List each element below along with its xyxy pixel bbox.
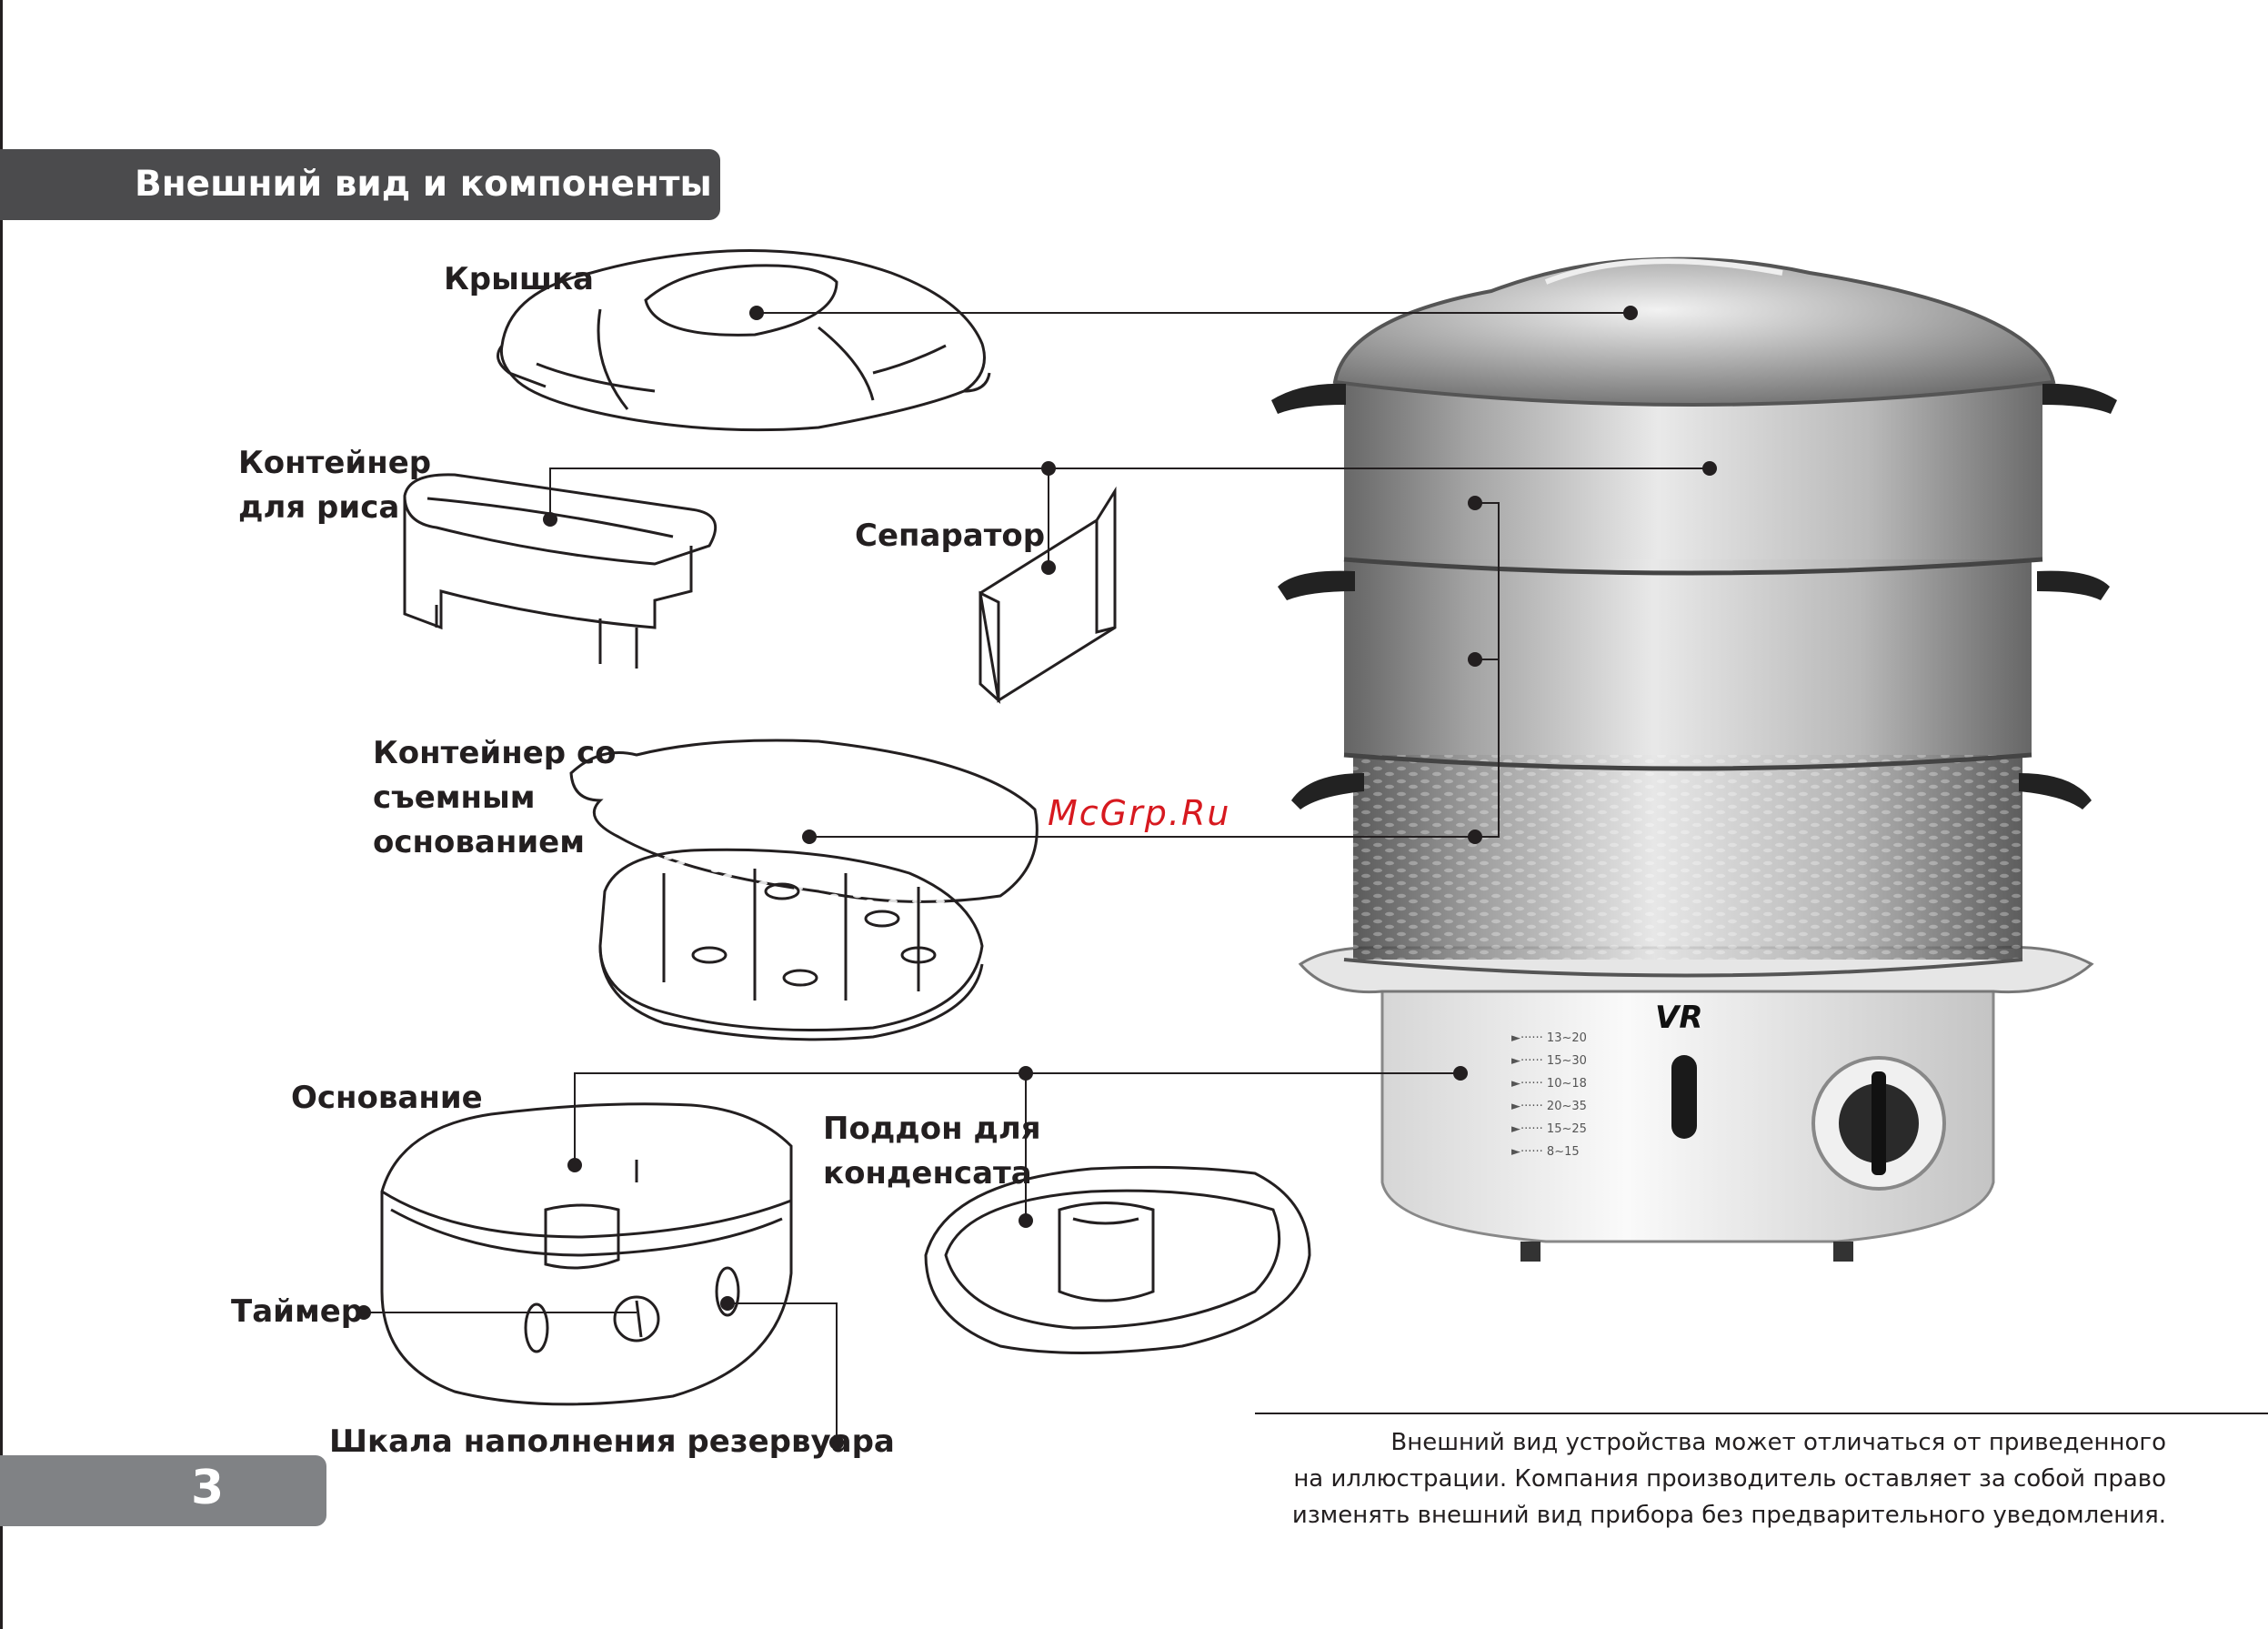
label-container-line3: основанием [373, 824, 585, 860]
steamer-photo: ►······ 13~20 ►······ 15~30 ►······ 10~1… [1271, 256, 2117, 1262]
glass-tiers-photo [1278, 377, 2110, 978]
disclaimer-line-2: на иллюстрации. Компания производитель о… [1293, 1465, 2166, 1493]
disclaimer-line-1: Внешний вид устройства может отличаться … [1390, 1429, 2166, 1456]
leader-water-scale [728, 1302, 838, 1443]
label-lid: Крышка [444, 261, 595, 297]
svg-text:►······ 13~20: ►······ 13~20 [1511, 1031, 1587, 1045]
leader-base-and-tray [574, 1072, 1460, 1165]
leader-tiers [1475, 502, 1500, 838]
page-number-tab [0, 1455, 326, 1526]
water-level-window [1671, 1055, 1697, 1139]
rice-container-drawing [403, 473, 718, 669]
component-drawings [380, 249, 1311, 1406]
base-drawing [380, 1102, 793, 1406]
leader-lines [364, 312, 1710, 1443]
svg-text:►······ 15~30: ►······ 15~30 [1511, 1054, 1587, 1068]
disclaimer-note: Внешний вид устройства может отличаться … [1129, 1424, 2166, 1533]
lid-drawing [497, 249, 991, 432]
cooking-chart: ►······ 13~20 ►······ 15~30 ►······ 10~1… [1511, 1031, 1587, 1159]
svg-text:►······ 10~18: ►······ 10~18 [1511, 1077, 1587, 1091]
watermark: McGrp.Ru [1048, 793, 1231, 833]
label-water-scale: Шкала наполнения резервуара [329, 1423, 895, 1460]
label-base: Основание [291, 1080, 483, 1116]
label-drip-tray-line2: конденсата [823, 1155, 1032, 1192]
leader-rice-container [549, 468, 1710, 519]
note-divider [1255, 1413, 2268, 1414]
lid-photo [1271, 256, 2117, 414]
page-left-border [0, 0, 3, 1629]
brand-logo: VR [1655, 1000, 1703, 1036]
removable-base-container-drawing [569, 739, 1039, 1041]
svg-text:►······ 15~25: ►······ 15~25 [1511, 1122, 1587, 1136]
base-unit-photo: ►······ 13~20 ►······ 15~30 ►······ 10~1… [1298, 945, 2094, 1262]
label-container-line1: Контейнер со [373, 735, 617, 771]
section-header-bar [0, 149, 720, 220]
section-title: Внешний вид и компоненты [135, 164, 712, 205]
leader-dots [356, 306, 1717, 1450]
svg-text:►······ 8~15: ►······ 8~15 [1511, 1145, 1580, 1159]
label-separator: Сепаратор [855, 518, 1046, 554]
label-rice-container-line2: для риса [238, 489, 400, 526]
label-drip-tray-line1: Поддон для [823, 1111, 1041, 1147]
label-rice-container-line1: Контейнер [238, 445, 432, 481]
label-timer: Таймер [231, 1293, 364, 1330]
separator-drawing [978, 486, 1117, 704]
page-number: 3 [191, 1461, 225, 1515]
timer-knob [1811, 1056, 1946, 1191]
drip-tray-drawing [924, 1165, 1311, 1354]
label-container-line2: съемным [373, 779, 536, 816]
svg-text:►······ 20~35: ►······ 20~35 [1511, 1100, 1587, 1113]
disclaimer-line-3: изменять внешний вид прибора без предвар… [1291, 1502, 2166, 1529]
